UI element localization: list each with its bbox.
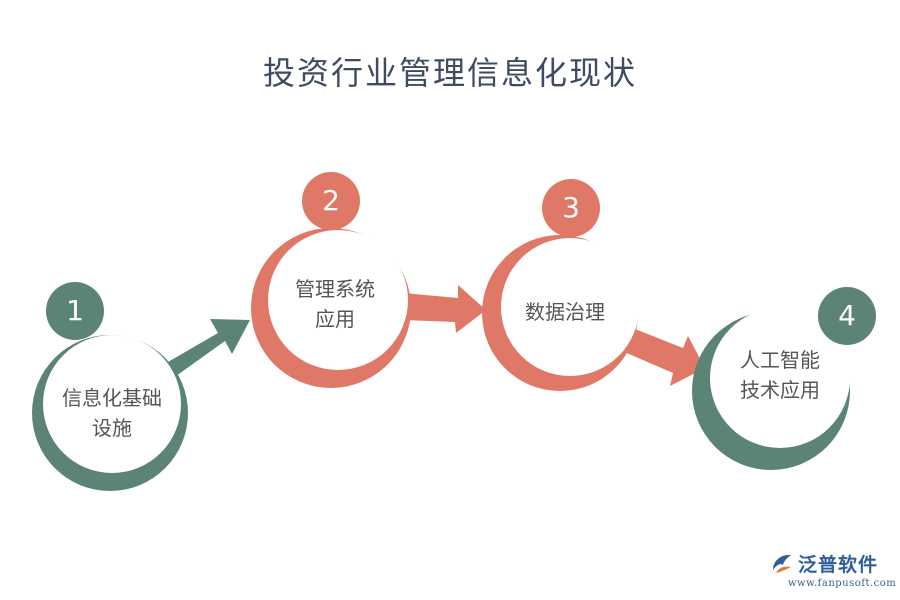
brand-logo: 泛普软件 www.fanpusoft.com <box>770 548 897 594</box>
step-3-badge <box>542 179 600 237</box>
fanpu-logo-icon <box>773 554 791 573</box>
step-3-inner <box>501 238 639 376</box>
brand-url: www.fanpusoft.com <box>788 578 897 589</box>
step-2-inner <box>268 230 408 370</box>
step-1-number: 1 <box>66 294 84 327</box>
step-2-number: 2 <box>322 184 340 217</box>
step-1-inner <box>43 335 181 473</box>
step-4-badge <box>818 287 876 345</box>
step-2-badge <box>302 172 360 230</box>
step-4-number: 4 <box>838 299 856 332</box>
step-1-badge <box>46 282 104 340</box>
step-4-inner <box>710 308 850 448</box>
arrow-2-to-3 <box>403 285 486 333</box>
step-3-label: 数据治理 <box>525 300 605 324</box>
arrow-1-to-2 <box>168 319 250 376</box>
step-2-label: 管理系统 应用 <box>295 277 375 331</box>
step-3-number: 3 <box>562 191 580 224</box>
arrow-3-to-4 <box>622 327 705 386</box>
brand-name: 泛普软件 <box>798 554 879 576</box>
step-1-label: 信息化基础 设施 <box>62 386 162 440</box>
step-4-label: 人工智能 技术应用 <box>740 348 820 402</box>
page-title: 投资行业管理信息化现状 <box>262 54 637 92</box>
